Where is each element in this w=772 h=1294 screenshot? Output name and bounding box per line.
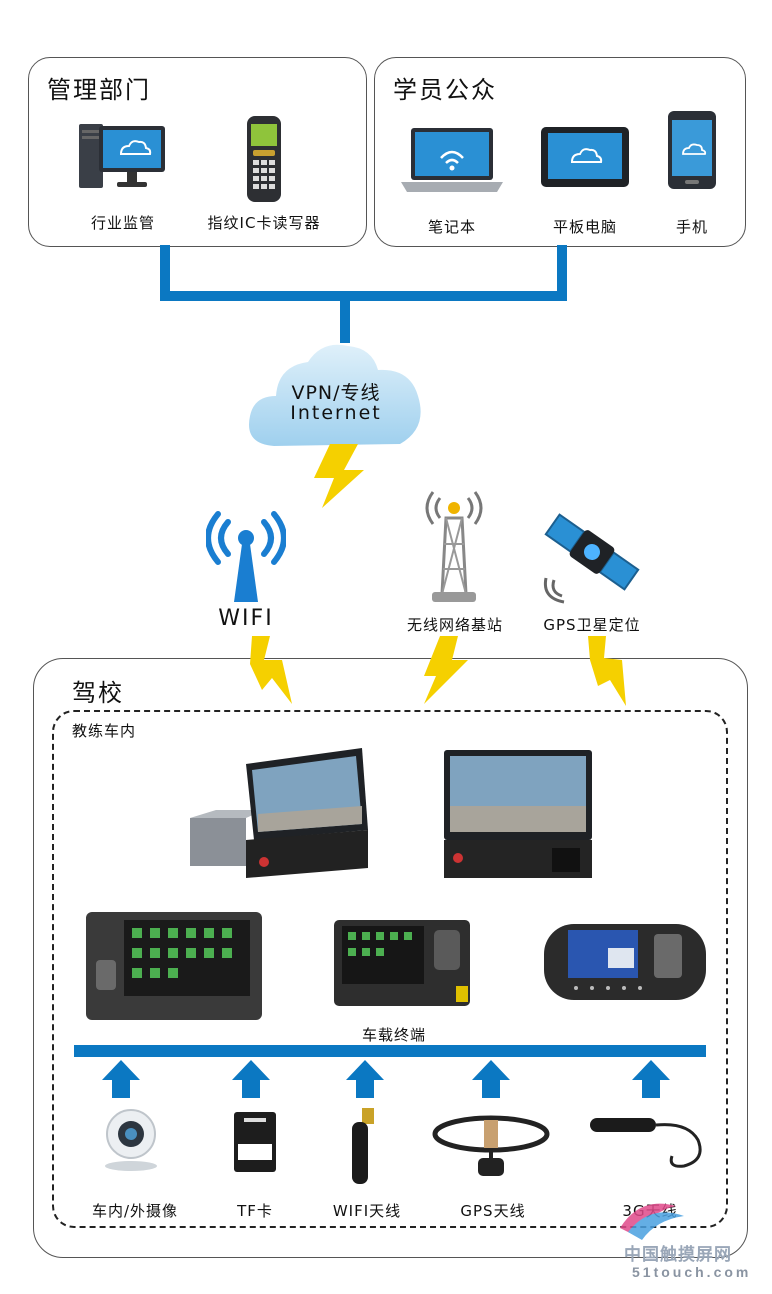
gps-antenna-label: GPS天线 (460, 1202, 526, 1220)
industry-supervision-label: 行业监管 (90, 214, 155, 232)
gps-satellite-icon (540, 500, 644, 604)
vehicle-terminal-label: 车载终端 (361, 1026, 426, 1044)
base-station-label: 无线网络基站 (406, 616, 503, 634)
camera-label: 车内/外摄像 (91, 1202, 179, 1220)
management-title: 管理部门 (47, 76, 151, 104)
laptop-icon (397, 126, 507, 194)
gps-antenna-icon (430, 1112, 552, 1178)
fingerprint-reader-label: 指纹IC卡读写器 (207, 214, 321, 232)
watermark-text-url: 51touch.com (632, 1264, 752, 1280)
students-panel: 学员公众 笔记本 平板电脑 手机 (374, 57, 746, 247)
wifi-label: WIFI (218, 606, 274, 631)
wifi-antenna-icon (206, 508, 286, 604)
tf-card-label: TF卡 (237, 1202, 273, 1220)
coach-car-title: 教练车内 (72, 722, 137, 740)
terminal-device-2-icon (332, 918, 472, 1008)
top-connector-lines (160, 245, 567, 343)
phone-label: 手机 (675, 218, 708, 236)
in-dash-unit-1-icon (186, 744, 376, 882)
wifi-antenna-device-icon (346, 1106, 382, 1186)
mobile-phone-icon (667, 110, 717, 190)
coach-car-area (52, 710, 728, 1228)
camera-icon (98, 1106, 164, 1172)
gps-label: GPS卫星定位 (543, 616, 641, 634)
wifi-antenna-label: WIFI天线 (332, 1202, 402, 1220)
cloud-line1: VPN/专线 (291, 382, 381, 404)
base-station-tower-icon (418, 484, 490, 608)
driving-school-title: 驾校 (72, 679, 124, 707)
desktop-computer-icon (77, 120, 167, 192)
tablet-label: 平板电脑 (552, 218, 617, 236)
students-title: 学员公众 (393, 76, 497, 104)
in-dash-unit-2-icon (442, 748, 594, 880)
cloud-icon (244, 336, 428, 456)
tablet-icon (540, 126, 630, 188)
cloud-line2: Internet (290, 402, 382, 424)
card-reader-icon (241, 114, 287, 204)
terminal-device-1-icon (84, 910, 264, 1022)
management-panel: 管理部门 行业监管 指纹IC卡读写器 (28, 57, 367, 247)
3g-antenna-icon (588, 1112, 714, 1174)
terminal-device-3-icon (542, 918, 708, 1004)
watermark-text-cn: 中国触摸屏网 (624, 1245, 732, 1264)
3g-antenna-label: 3G天线 (622, 1202, 678, 1220)
tf-card-icon (232, 1110, 278, 1174)
laptop-label: 笔记本 (427, 218, 476, 236)
